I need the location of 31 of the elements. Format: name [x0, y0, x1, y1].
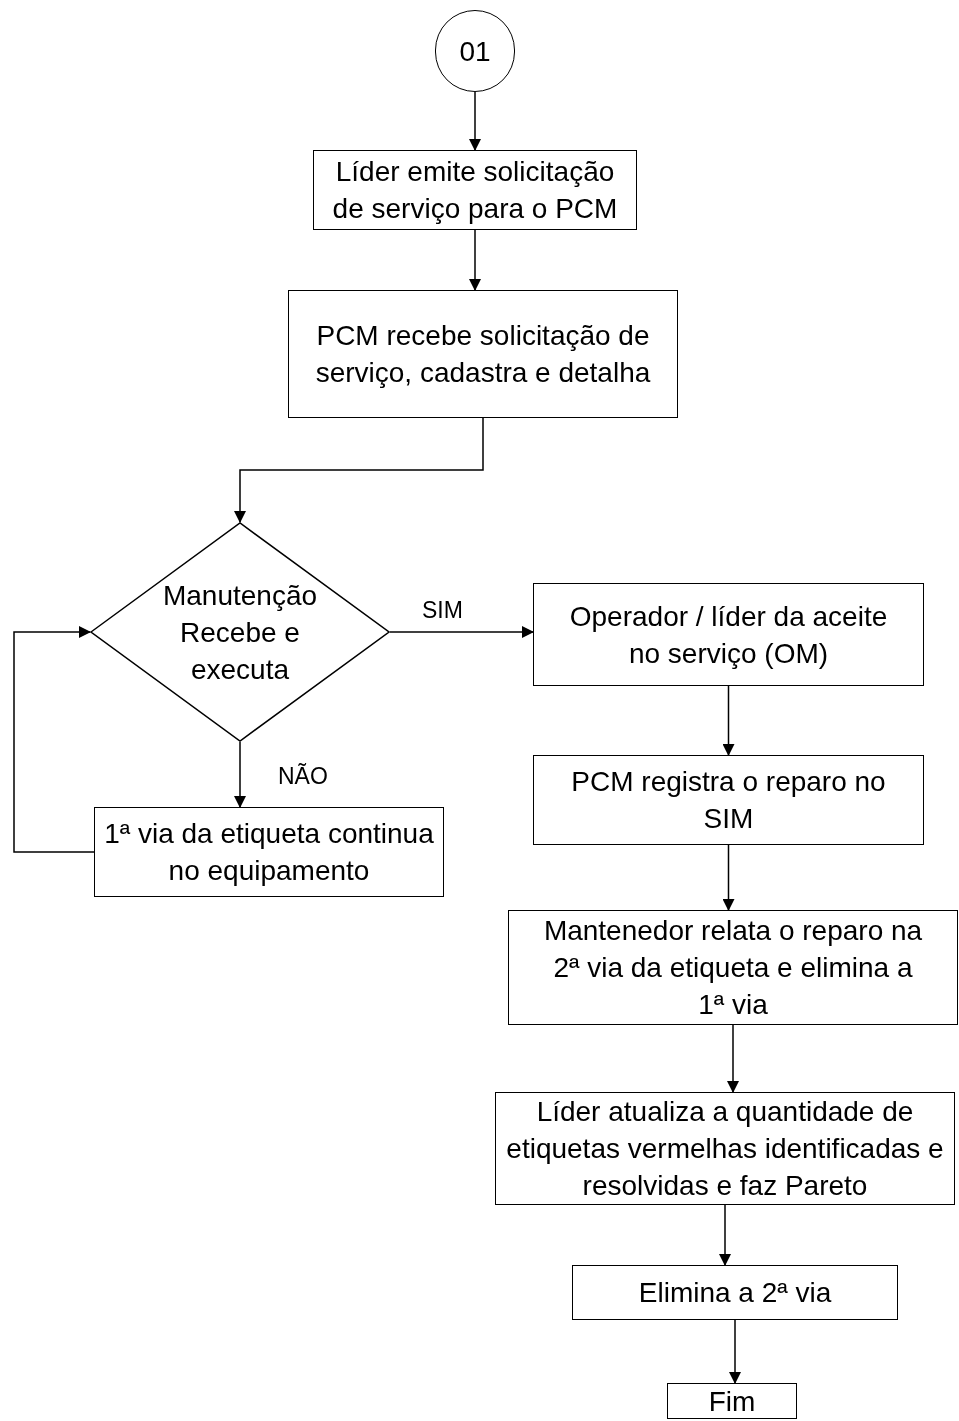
- arrow: [234, 417, 484, 523]
- node-text: 1ª via da etiqueta continua no equipamento: [103, 817, 435, 888]
- node-text: Líder emite solicitação de serviço para o PCM: [331, 155, 619, 226]
- process-box: [533, 583, 924, 686]
- arrow: [234, 741, 246, 808]
- node-text: Mantenedor relata o reparo na 2ª via da etiqueta e elimina a 1ª via: [542, 914, 924, 1022]
- node-text: PCM registra o reparo no SIM: [570, 765, 887, 836]
- process-box: [313, 150, 637, 230]
- process-box: [572, 1265, 898, 1320]
- decision-diamond: [90, 522, 390, 742]
- node-text: PCM recebe solicitação de serviço, cadastra e detalha: [314, 319, 652, 390]
- node-text: Operador / líder da aceite no serviço (OM): [568, 599, 889, 671]
- arrow: [469, 229, 481, 291]
- arrow: [729, 1319, 741, 1384]
- node-text: Líder atualiza a quantidade de etiquetas vermelhas identificadas e resolvidas e faz Pareto: [505, 1095, 945, 1203]
- node-text: Fim: [708, 1384, 756, 1419]
- arrow: [722, 685, 735, 756]
- node-text: Elimina a 2ª via: [638, 1276, 832, 1310]
- arrow: [469, 91, 481, 151]
- arrow: [719, 1204, 731, 1266]
- node-text: Manutenção Recebe e executa: [161, 578, 319, 687]
- arrow: [722, 844, 735, 911]
- process-box: [533, 755, 924, 845]
- arrow: [389, 626, 534, 638]
- process-box: [94, 807, 444, 897]
- process-box: [508, 910, 958, 1025]
- process-box: [288, 290, 678, 418]
- node-text: 01: [459, 34, 491, 69]
- process-box: [667, 1383, 797, 1419]
- arrow: [13, 626, 95, 853]
- arrow: [727, 1024, 739, 1093]
